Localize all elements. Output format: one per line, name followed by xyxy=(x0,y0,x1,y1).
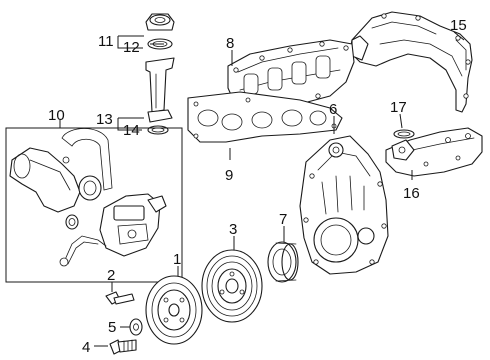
callout-11: 11 xyxy=(98,33,114,50)
callout-9: 9 xyxy=(225,167,233,184)
callout-13: 13 xyxy=(96,111,113,128)
callout-labels: 11 12 8 15 10 13 14 17 6 9 16 7 3 1 2 5 … xyxy=(48,17,467,356)
part-10-pipe[interactable] xyxy=(59,235,107,267)
part-7-front-seal[interactable] xyxy=(267,241,299,283)
part-11-oil-filler-cap[interactable] xyxy=(145,13,175,31)
callout-16: 16 xyxy=(403,185,420,202)
part-2-bolt[interactable] xyxy=(105,291,135,305)
callout-10: 10 xyxy=(48,107,65,124)
callout-6: 6 xyxy=(329,101,337,118)
callout-12: 12 xyxy=(123,39,140,56)
callout-3: 3 xyxy=(229,221,237,238)
callout-8: 8 xyxy=(226,35,234,52)
part-1-pulley[interactable] xyxy=(145,275,203,345)
part-15-intake-elbow[interactable] xyxy=(349,11,473,113)
callout-14: 14 xyxy=(123,122,140,139)
callout-5: 5 xyxy=(108,319,116,336)
leader-lines xyxy=(59,31,465,347)
part-9-intake-gasket[interactable] xyxy=(187,91,343,143)
part-14-tube-seal[interactable] xyxy=(147,125,169,135)
part-6-front-cover[interactable] xyxy=(299,135,389,275)
part-13-oil-filler-tube[interactable] xyxy=(145,57,175,123)
callout-7: 7 xyxy=(279,211,287,228)
part-4-crank-bolt[interactable] xyxy=(109,339,137,355)
part-10-gasket[interactable] xyxy=(65,214,79,230)
callout-15: 15 xyxy=(450,17,467,34)
callout-4: 4 xyxy=(82,339,90,356)
part-10-hose-assembly[interactable] xyxy=(9,128,113,213)
callout-2: 2 xyxy=(107,267,115,284)
part-5-washer[interactable] xyxy=(129,318,143,336)
callout-17: 17 xyxy=(390,99,407,116)
part-3-vibration-damper[interactable] xyxy=(201,249,263,323)
part-10-valve-assembly[interactable] xyxy=(99,193,167,257)
callout-1: 1 xyxy=(173,251,181,268)
part-17-seal-ring[interactable] xyxy=(393,129,415,139)
part-16-valve-cover[interactable] xyxy=(385,127,483,177)
